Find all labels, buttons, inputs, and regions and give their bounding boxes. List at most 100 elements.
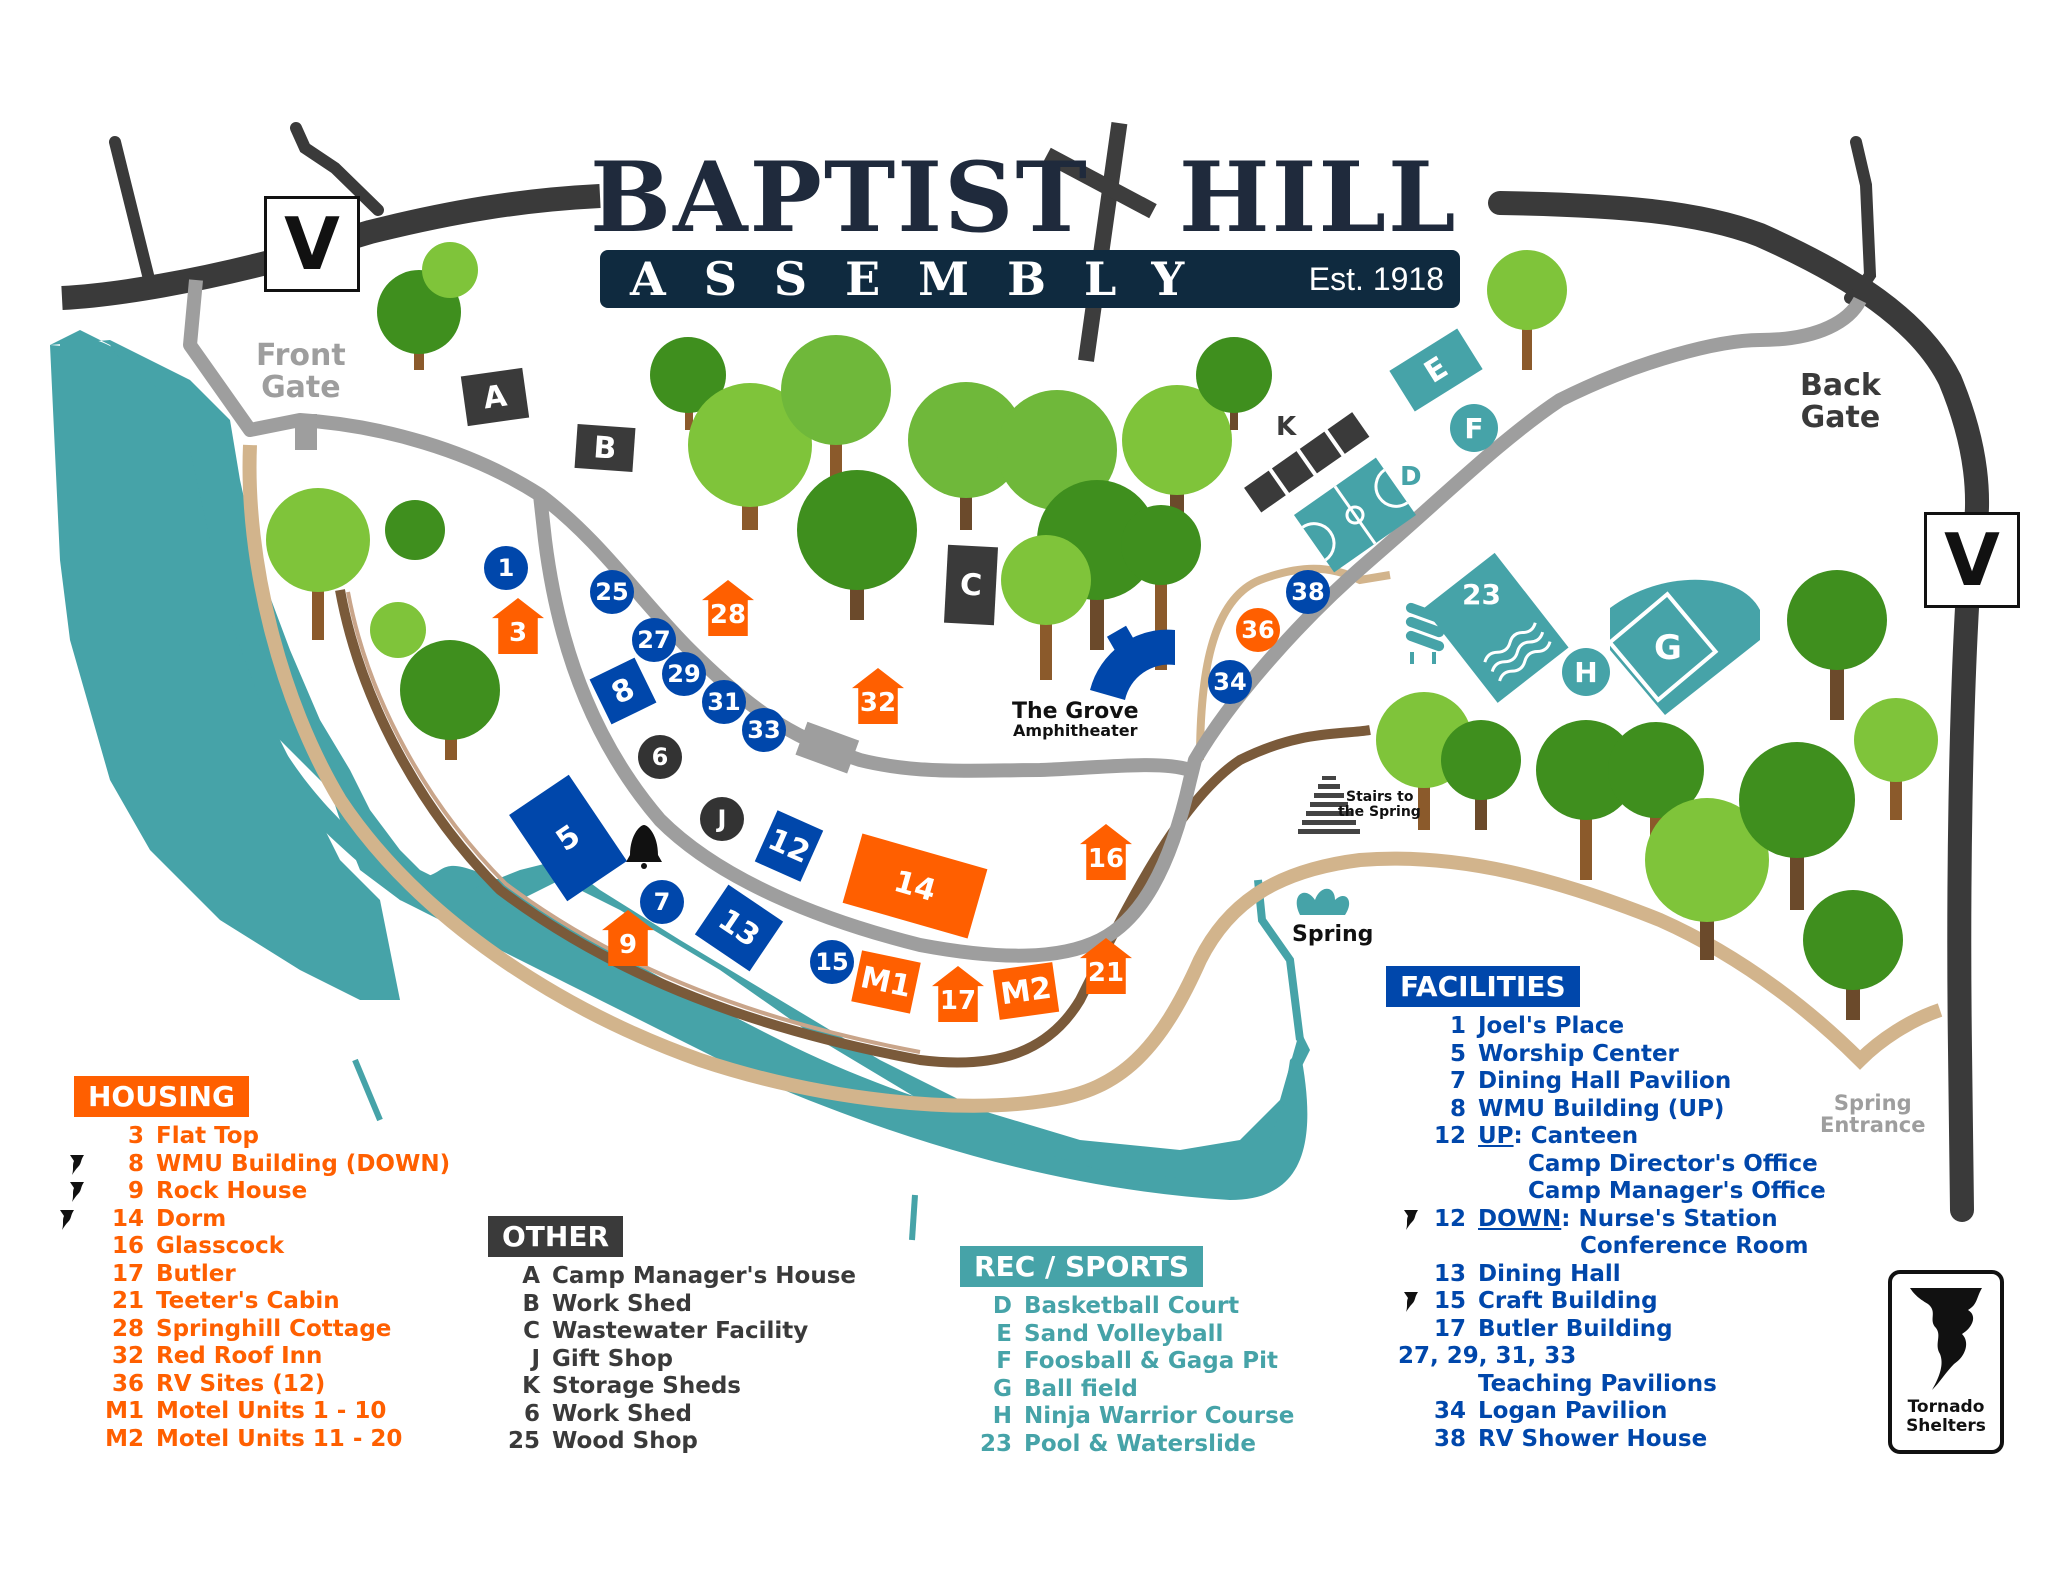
spring-label: Spring <box>1292 922 1374 947</box>
title-baptist: BAPTIST <box>590 141 1089 254</box>
ballfield-g <box>1607 579 1760 715</box>
lower-loop-road <box>533 296 1867 963</box>
marker-j[interactable]: J <box>700 797 744 841</box>
marker-6[interactable]: 6 <box>638 735 682 779</box>
marker-38[interactable]: 38 <box>1286 570 1330 614</box>
road-pad <box>795 721 860 774</box>
marker-c[interactable]: C <box>943 544 999 626</box>
tornado-icon <box>60 1209 74 1230</box>
tree-icon <box>1536 720 1636 880</box>
legend-row: Camp Director's Office <box>1528 1150 1818 1177</box>
highway-v-east <box>1488 191 1989 1222</box>
marker-7[interactable]: 7 <box>640 880 684 924</box>
tornado-shelters-key: Tornado Shelters <box>1888 1270 2004 1454</box>
tree-icon <box>377 242 478 370</box>
highway-v-sign-east: V <box>1924 512 2020 608</box>
title-hill: HILL <box>1178 141 1458 254</box>
tree-icon <box>1487 250 1567 370</box>
marker-k[interactable]: K <box>1276 412 1297 442</box>
tree-icon <box>385 500 445 560</box>
marker-31[interactable]: 31 <box>702 680 746 724</box>
tree-icon <box>1787 570 1887 720</box>
river-bend <box>50 345 400 1000</box>
marker-23[interactable]: 23 <box>1462 578 1501 611</box>
tree-icon <box>1645 798 1769 960</box>
marker-1[interactable]: 1 <box>484 546 528 590</box>
marker-34[interactable]: 34 <box>1208 660 1252 704</box>
tree-icon <box>370 602 426 658</box>
marker-36[interactable]: 36 <box>1236 608 1280 652</box>
tree-icon <box>1854 698 1938 820</box>
pool-23 <box>1423 552 1569 703</box>
tree-icon <box>797 470 917 620</box>
highway-v-sign-west: V <box>264 196 360 292</box>
tornado-icon <box>1404 1292 1418 1312</box>
marker-15[interactable]: 15 <box>810 940 854 984</box>
tree-icon <box>908 382 1024 530</box>
spring-creek <box>1254 879 1304 1041</box>
marker-25[interactable]: 25 <box>590 570 634 614</box>
grove-amphitheater-label: The Grove Amphitheater <box>1012 699 1139 741</box>
legend-row: Teaching Pavilions <box>1478 1370 1717 1397</box>
marker-b[interactable]: B <box>574 424 636 472</box>
highway-v-north <box>61 184 601 310</box>
marker-29[interactable]: 29 <box>662 652 706 696</box>
marker-d[interactable]: D <box>1400 462 1422 492</box>
marker-g[interactable]: G <box>1654 628 1682 668</box>
basketball-court-d <box>1293 457 1417 573</box>
trees <box>266 242 1938 1020</box>
trail-outer <box>242 444 1943 1113</box>
marker-h[interactable]: H <box>1562 648 1610 696</box>
marker-27[interactable]: 27 <box>632 618 676 662</box>
legend-row: Conference Room <box>1580 1233 1809 1259</box>
marker-m2[interactable]: M2 <box>992 962 1060 1020</box>
river-main <box>50 330 1310 1180</box>
bell-icon <box>626 825 662 869</box>
marker-33[interactable]: 33 <box>742 708 786 752</box>
front-gate-marker <box>295 414 317 450</box>
marker-a[interactable]: A <box>460 367 530 427</box>
other-legend-header: OTHER <box>488 1216 624 1257</box>
stairs-icon <box>1298 776 1360 834</box>
tornado-key-label: Tornado Shelters <box>1906 1397 1986 1436</box>
title-banner: ASSEMBLY Est. 1918 <box>600 250 1460 308</box>
storage-sheds-k <box>1244 412 1370 513</box>
tornado-icon <box>1404 1209 1418 1230</box>
marker-f[interactable]: F <box>1450 404 1498 452</box>
tree-icon <box>1739 742 1855 910</box>
